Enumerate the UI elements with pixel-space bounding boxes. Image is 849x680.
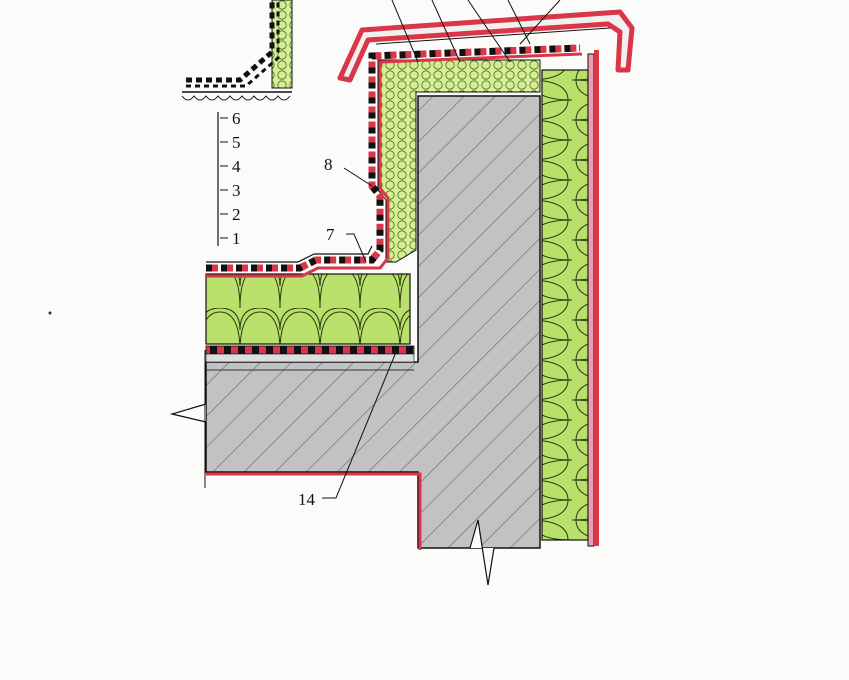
cap-inner-line bbox=[375, 27, 611, 45]
legend-label: 6 bbox=[232, 109, 241, 128]
roof-insulation bbox=[205, 273, 411, 345]
inset-detail bbox=[181, 0, 293, 101]
legend-label: 2 bbox=[232, 205, 241, 224]
legend-label: 3 bbox=[232, 181, 241, 200]
layer-legend: 6 5 4 3 2 1 bbox=[217, 109, 241, 248]
callout-8: 8 bbox=[324, 155, 373, 187]
pencil-dot bbox=[48, 311, 52, 315]
roofing-membrane bbox=[206, 44, 583, 278]
callout-14: 14 bbox=[298, 351, 397, 509]
callout-label: 8 bbox=[324, 155, 333, 174]
parapet-cap-flashing bbox=[337, 9, 635, 83]
legend-label: 5 bbox=[232, 133, 241, 152]
facade-finish bbox=[587, 53, 595, 547]
facade-render bbox=[594, 50, 599, 546]
callout-label: 14 bbox=[298, 490, 316, 509]
concrete-structure bbox=[169, 95, 541, 586]
callout-7: 7 bbox=[326, 225, 367, 263]
screed-layer bbox=[205, 353, 415, 363]
top-leaders bbox=[391, 0, 561, 63]
wall-insulation bbox=[541, 69, 589, 541]
legend-label: 4 bbox=[232, 157, 241, 176]
vapour-barrier bbox=[205, 345, 415, 355]
legend-label: 1 bbox=[232, 229, 241, 248]
callout-label: 7 bbox=[326, 225, 335, 244]
